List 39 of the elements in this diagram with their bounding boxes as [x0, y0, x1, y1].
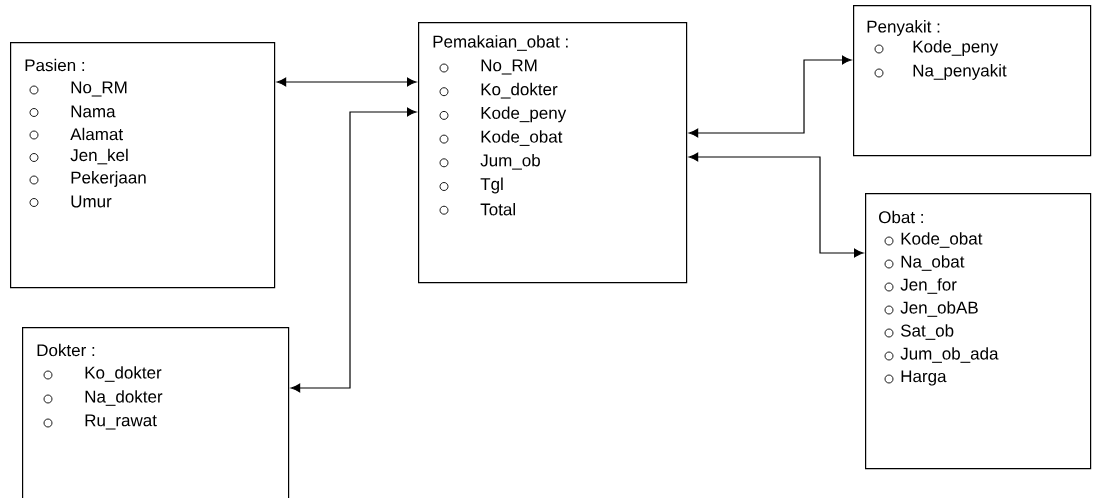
attribute-text: Jum_ob_ada — [900, 347, 999, 363]
attribute-text: Jen_kel — [70, 148, 128, 165]
entity-box — [418, 22, 688, 284]
attribute-text: Nama — [71, 105, 116, 118]
attribute-text: Ko_dokter — [481, 82, 558, 99]
attribute-text: Tgl — [480, 177, 503, 194]
heading-text: Pemakaian_obat : — [433, 35, 568, 51]
attribute-text: Na_penyakit — [913, 64, 1007, 80]
attribute-text: Jum_ob — [480, 153, 540, 170]
attribute-text: No_RM — [481, 59, 537, 75]
attribute-text: No_RM — [71, 81, 127, 97]
attribute-text: Na_obat — [901, 255, 965, 271]
attribute-text: Kode_obat — [901, 232, 983, 248]
attribute-text: Kode_peny — [481, 106, 567, 123]
heading-text: Penyakit : — [867, 20, 940, 36]
attribute-text: Alamat — [70, 127, 123, 141]
entity-box — [853, 5, 1092, 157]
entity-box — [22, 327, 290, 498]
attribute-text: Jen_obAB — [900, 301, 978, 317]
attribute-text: Harga — [901, 370, 947, 386]
arrow — [688, 55, 852, 138]
heading-text: Obat : — [879, 210, 923, 224]
entity-box — [10, 42, 276, 289]
attribute-text: Jen_for — [900, 278, 957, 294]
attribute-text: Total — [480, 202, 515, 216]
heading-text: Pasien : — [25, 58, 85, 72]
heading-text: Dokter : — [37, 343, 95, 357]
attribute-text: Pekerjaan — [71, 171, 146, 187]
arrow — [688, 152, 864, 258]
attribute-text: Kode_obat — [481, 130, 563, 146]
attribute-text: Sat_ob — [901, 324, 954, 340]
attribute-text: Na_dokter — [85, 390, 163, 406]
attribute-text: Ru_rawat — [85, 414, 157, 430]
entity-box — [865, 193, 1092, 470]
arrow — [290, 107, 417, 393]
attribute-text: Kode_peny — [913, 40, 999, 56]
attribute-text: Ko_dokter — [85, 366, 162, 382]
arrow — [276, 77, 417, 87]
attribute-text: Umur — [71, 195, 112, 208]
